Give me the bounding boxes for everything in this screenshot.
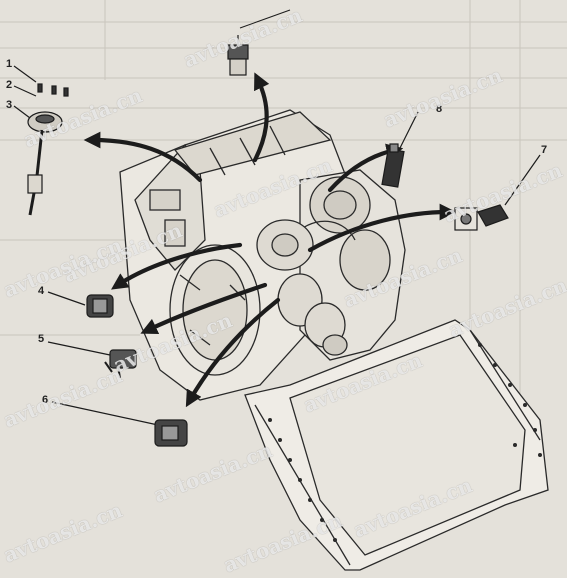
pointer-arrows: [83, 72, 457, 408]
arrow-to-sensor-5: [140, 282, 268, 335]
arrow-to-sensor-6: [185, 297, 281, 408]
sensor-4: [47, 291, 114, 318]
callout-2: 2: [6, 79, 13, 91]
sensor-6: [51, 401, 188, 447]
arrow-to-sensor-1: [83, 131, 203, 183]
callout-7: 7: [541, 144, 548, 156]
arrow-to-sensor-4: [111, 242, 243, 290]
alternator-pulleys: [256, 219, 348, 356]
oil-pan: [244, 319, 549, 571]
front-cover: [169, 244, 261, 376]
top-pressure-sensor: [227, 9, 291, 76]
callout-5: 5: [38, 333, 45, 345]
level-sender-assembly: [13, 65, 69, 216]
sensor-8: [381, 111, 419, 188]
sensor-5: [47, 341, 137, 379]
callout-4: 4: [38, 285, 45, 297]
callout-8: 8: [436, 103, 443, 115]
arrow-to-sensor-7: [307, 203, 457, 253]
callout-6: 6: [42, 394, 49, 406]
callout-1: 1: [6, 58, 13, 70]
arrow-to-sensor-top: [252, 72, 270, 163]
callout-3: 3: [6, 99, 13, 111]
sensor-7: [454, 154, 541, 231]
